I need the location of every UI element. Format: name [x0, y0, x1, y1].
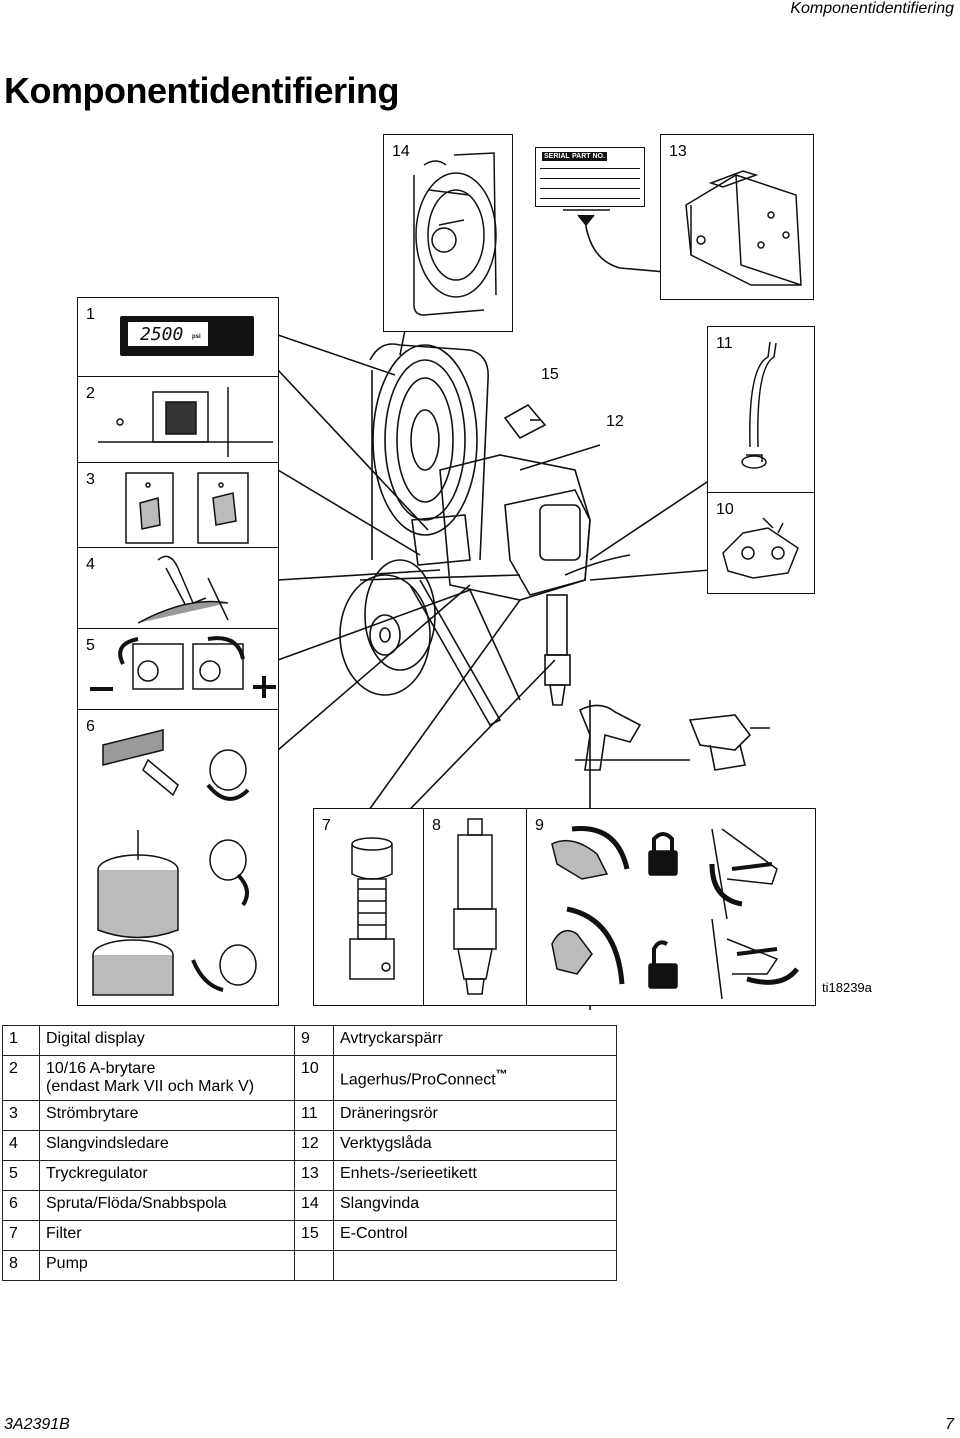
serial-tag-serial: SERIAL — [542, 152, 572, 161]
serial-tag: SERIAL PART NO. — [535, 147, 645, 207]
legend-num: 12 — [294, 1130, 334, 1161]
callout-11: 11 — [716, 335, 733, 352]
page-title: Komponentidentifiering — [4, 70, 399, 111]
table-row: 7 Filter 15 E-Control — [2, 1220, 617, 1251]
hose-guide-drawing — [137, 555, 229, 624]
detail-box-bearing-housing: 10 — [707, 492, 815, 594]
callout-2: 2 — [86, 385, 95, 402]
legend-label: E-Control — [333, 1220, 617, 1251]
trigger-lock-drawing — [551, 826, 799, 1000]
legend-num: 8 — [2, 1250, 40, 1281]
hose-reel-drawing — [413, 152, 497, 316]
detail-box-drain-tube: 11 — [707, 326, 815, 493]
legend-label: Dräneringsrör — [333, 1100, 617, 1131]
doc-number: 3A2391B — [4, 1416, 70, 1433]
legend-num: 3 — [2, 1100, 40, 1131]
legend-label: Strömbrytare — [39, 1100, 295, 1131]
running-header: Komponentidentifiering — [790, 0, 954, 17]
legend-label: Pump — [39, 1250, 295, 1281]
callout-7: 7 — [322, 817, 331, 834]
legend-label: Lagerhus/ProConnect — [340, 1071, 496, 1089]
legend-num: 1 — [2, 1025, 40, 1056]
power-switch-drawing — [125, 472, 249, 544]
display-screen: 2500 psi — [120, 316, 254, 356]
callout-12: 12 — [606, 413, 624, 430]
legend-label — [333, 1250, 617, 1281]
detail-box-prime-spray: 6 — [77, 709, 279, 1006]
legend-label: Enhets-/serieetikett — [333, 1160, 617, 1191]
callout-6: 6 — [86, 718, 95, 735]
detail-box-hose-guide: 4 — [77, 547, 279, 629]
legend-label: Slangvinda — [333, 1190, 617, 1221]
trademark-symbol: ™ — [495, 1066, 508, 1081]
callout-5: 5 — [86, 637, 95, 654]
pressure-control-drawing — [90, 636, 276, 698]
callout-4: 4 — [86, 556, 95, 573]
legend-num: 5 — [2, 1160, 40, 1191]
chassis-drawing — [685, 170, 802, 286]
legend-label: Verktygslåda — [333, 1130, 617, 1161]
table-row: 5 Tryckregulator 13 Enhets-/serieetikett — [2, 1160, 617, 1191]
callout-9: 9 — [535, 817, 544, 834]
callout-3: 3 — [86, 471, 95, 488]
figure-id: ti18239a — [822, 980, 872, 995]
legend-label: Digital display — [39, 1025, 295, 1056]
legend-num: 11 — [294, 1100, 334, 1131]
legend-num: 10 — [294, 1055, 334, 1101]
table-row: 8 Pump — [2, 1250, 617, 1281]
table-row: 2 10/16 A-brytare (endast Mark VII och M… — [2, 1055, 617, 1101]
detail-box-power-switch: 3 — [77, 462, 279, 548]
detail-box-pump: 8 — [423, 808, 527, 1006]
pump-drawing — [453, 818, 497, 995]
legend-num: 9 — [294, 1025, 334, 1056]
display-reading: 2500 — [140, 324, 184, 345]
legend-label-sub: (endast Mark VII och Mark V) — [46, 1078, 255, 1095]
table-row: 3 Strömbrytare 11 Dräneringsrör — [2, 1100, 617, 1131]
detail-box-trigger-lock: 9 — [526, 808, 816, 1006]
legend-label: Tryckregulator — [39, 1160, 295, 1191]
legend-label: Spruta/Flöda/Snabbspola — [39, 1190, 295, 1221]
legend-label: 10/16 A-brytare — [46, 1060, 156, 1077]
detail-box-digital-display: 1 2500 psi — [77, 297, 279, 377]
drain-tube-drawing — [741, 341, 777, 469]
callout-13: 13 — [669, 143, 687, 160]
table-row: 1 Digital display 9 Avtryckarspärr — [2, 1025, 617, 1056]
legend-label: Avtryckarspärr — [333, 1025, 617, 1056]
legend-label-cell: Lagerhus/ProConnect™ — [333, 1055, 617, 1101]
bearing-housing-drawing — [722, 517, 799, 579]
legend-num: 7 — [2, 1220, 40, 1251]
legend-num — [294, 1250, 334, 1281]
callout-8: 8 — [432, 817, 441, 834]
detail-box-serial-label: 13 — [660, 134, 814, 300]
table-row: 4 Slangvindsledare 12 Verktygslåda — [2, 1130, 617, 1161]
legend-label: Filter — [39, 1220, 295, 1251]
legend-num: 6 — [2, 1190, 40, 1221]
prime-spray-drawing — [92, 729, 257, 996]
legend-label: Slangvindsledare — [39, 1130, 295, 1161]
component-legend-table: 1 Digital display 9 Avtryckarspärr 2 10/… — [2, 1025, 617, 1281]
legend-num: 13 — [294, 1160, 334, 1191]
detail-box-pressure-control: 5 — [77, 628, 279, 710]
breaker-drawing — [98, 387, 273, 457]
legend-label-cell: 10/16 A-brytare (endast Mark VII och Mar… — [39, 1055, 295, 1101]
filter-drawing — [349, 837, 395, 980]
callout-15: 15 — [541, 366, 559, 383]
serial-tag-part-no: PART NO. — [570, 152, 607, 161]
legend-num: 14 — [294, 1190, 334, 1221]
legend-num: 15 — [294, 1220, 334, 1251]
callout-10: 10 — [716, 501, 734, 518]
legend-num: 2 — [2, 1055, 40, 1101]
detail-box-breaker: 2 — [77, 376, 279, 463]
page-number: 7 — [945, 1416, 954, 1433]
detail-box-filter: 7 — [313, 808, 425, 1006]
table-row: 6 Spruta/Flöda/Snabbspola 14 Slangvinda — [2, 1190, 617, 1221]
callout-1: 1 — [86, 306, 95, 323]
legend-num: 4 — [2, 1130, 40, 1161]
detail-box-hose-reel: 14 — [383, 134, 513, 332]
display-unit: psi — [192, 334, 201, 340]
callout-14: 14 — [392, 143, 410, 160]
sprayer-illustration — [277, 209, 770, 1010]
